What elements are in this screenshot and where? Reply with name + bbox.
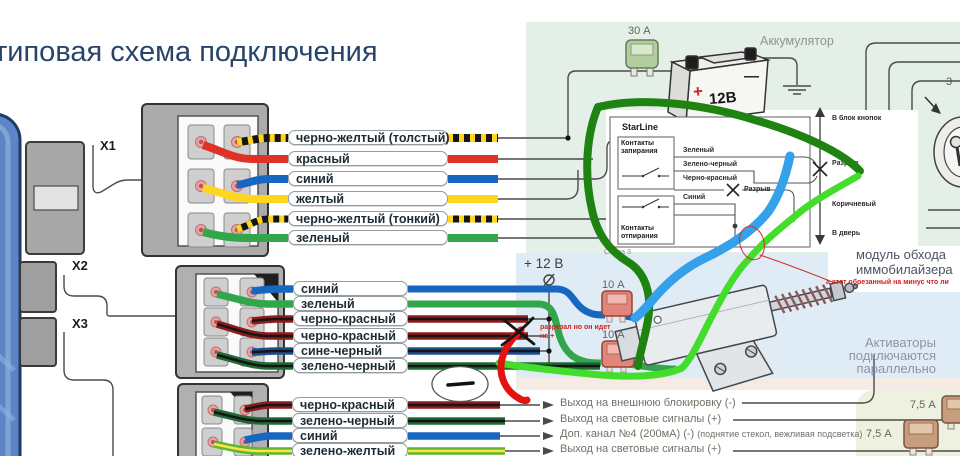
fuse-75a1-label: 7,5 А	[910, 399, 936, 411]
module-line2: иммобилайзера	[856, 262, 953, 277]
handwritten-cut-note-1: разрезал но он идет	[540, 324, 611, 331]
output-arrows	[543, 401, 554, 455]
starline-wire-blue: Синий	[683, 194, 706, 201]
plus12-label: + 12 В	[524, 256, 564, 271]
connector-leads	[63, 145, 176, 456]
activators-note: Активаторы подключаются параллельно	[758, 336, 936, 375]
plus12-terminal	[543, 273, 555, 287]
ignition-label: 3	[946, 76, 953, 88]
handwritten-minus-note: а этот обрезанный на минус что ли	[826, 279, 949, 286]
x2-wire-label-6: зелено-черный	[293, 358, 408, 373]
fuse-75a2-label: 7,5 А	[866, 428, 892, 440]
output-label-1: Выход на внешнюю блокировку (-)	[560, 397, 736, 409]
fuse-30a	[625, 39, 659, 77]
x2-wire-label-5: сине-черный	[293, 343, 408, 358]
fuse-7-5a-1	[941, 395, 960, 430]
x1-wires	[201, 134, 498, 242]
starline-title: StarLine	[622, 122, 659, 132]
x2-wire-label-3: черно-красный	[293, 311, 408, 326]
x1-wire-label-5: черно-желтый (тонкий)	[288, 211, 448, 226]
battery-voltage: 12В	[708, 88, 738, 109]
output-label-3: Доп. канал №4 (200мА) (-) (поднятие стек…	[560, 428, 862, 440]
output-label-2: Выход на световые сигналы (+)	[560, 413, 722, 425]
x1-wire-label-2: красный	[288, 151, 448, 166]
starline-lock-box-label: Контакты запирания	[621, 140, 658, 155]
fuse-10a1-label: 10 А	[602, 279, 625, 291]
handwritten-cut-note-2: на +	[540, 333, 555, 340]
x2-wire-label-2: зеленый	[293, 296, 408, 311]
battery	[667, 47, 771, 124]
x3-wire-label-1: черно-красный	[292, 397, 408, 412]
activators-note-line2: подключаются	[848, 348, 936, 363]
fuse-30a-label: 30 А	[628, 25, 651, 37]
break-label-right: Разрыв	[832, 160, 859, 167]
x1-wire-label-1: черно-желтый (толстый)	[288, 130, 450, 145]
fuse-7-5a-2	[903, 419, 939, 456]
x3-wire-label-3: синий	[292, 428, 408, 443]
connector-x3-label: X3	[72, 316, 88, 331]
scheme-caption: Схема 3	[604, 249, 631, 256]
x3-wire-label-4: зелено-желтый	[292, 443, 408, 456]
connector-x2-label: X2	[72, 258, 88, 273]
starline-unlock-box-label: Контакты отпирания	[621, 225, 658, 240]
battery-minus-sign: —	[744, 68, 759, 85]
connector-x1-label: X1	[100, 138, 116, 153]
battery-label: Аккумулятор	[760, 34, 834, 48]
x2-wire-label-4: черно-красный	[293, 328, 408, 343]
door-wire-bottom-label: В дверь	[832, 230, 861, 237]
page-title: типовая схема подключения	[0, 36, 378, 68]
starline-wire-green-black: Зелено-черный	[683, 161, 738, 168]
ignition-lock-icon	[924, 96, 960, 188]
x1-wire-label-4: желтый	[288, 191, 448, 206]
x1-wire-label-6: зеленый	[288, 230, 448, 245]
starline-wire-green: Зеленый	[683, 147, 715, 154]
x3-wire-label-2: зелено-черный	[292, 413, 408, 428]
activators-note-line1: Активаторы	[864, 335, 936, 350]
module-bypass-label: модуль обхода иммобилайзера	[856, 247, 953, 277]
x1-wire-label-3: синий	[288, 171, 448, 186]
x2-wire-label-1: синий	[293, 281, 408, 296]
door-wire-top-label: В блок кнопок	[832, 115, 882, 122]
door-wire-color-label: Коричневый	[832, 201, 876, 208]
alarm-unit	[0, 113, 85, 456]
x3-wires	[213, 401, 505, 455]
starline-wire-black-red: Черно-красный	[683, 175, 737, 182]
battery-plus-sign: +	[692, 81, 704, 102]
output-label-3-note: (поднятие стекол, вежливая подсветка)	[697, 429, 863, 439]
output-label-4: Выход на световые сигналы (+)	[560, 443, 722, 455]
module-line1: модуль обхода	[856, 247, 947, 262]
activators-note-line3: параллельно	[856, 361, 936, 376]
break-label-inner: Разрыв	[744, 186, 771, 193]
output-label-3-main: Доп. канал №4 (200мА) (-)	[560, 428, 695, 440]
